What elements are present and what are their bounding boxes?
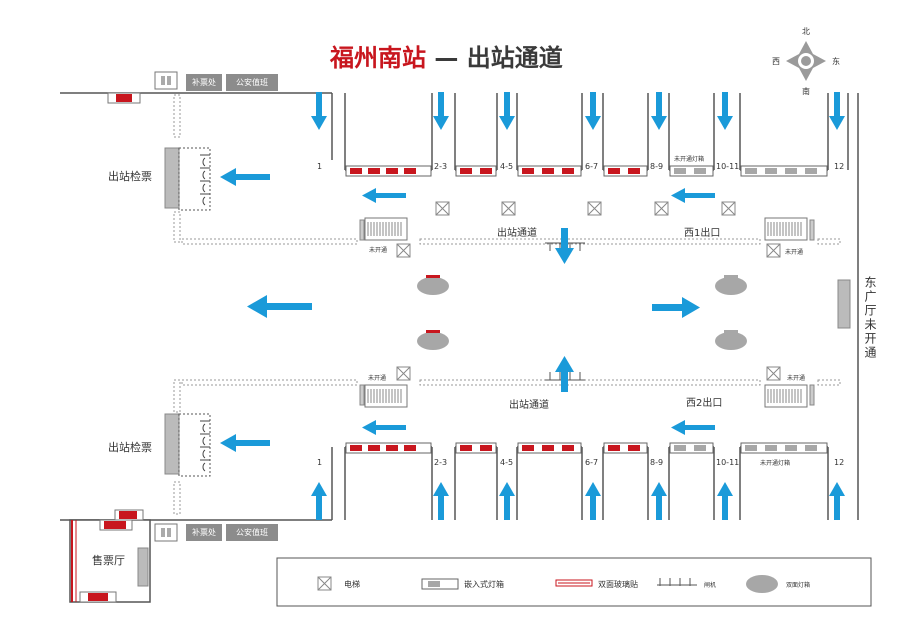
legend-elevator: 电梯: [344, 580, 360, 589]
top-platform-12: 12: [834, 162, 845, 171]
legend-gate: 闸机: [704, 582, 717, 589]
top-unopened-left: 未开通: [369, 247, 388, 254]
bottom-passage-label: 出站通道: [509, 400, 549, 411]
bottom-platform-12: 12: [834, 458, 845, 467]
police-duty-button: 公安值班: [226, 74, 278, 91]
top-platform-2-3: 2-3: [434, 162, 448, 171]
page-title: 福州南站 — 出站通道: [330, 38, 563, 73]
bottom-platform-6-7: 6-7: [585, 458, 599, 467]
legend-embedded-lightbox: 嵌入式灯箱: [464, 580, 504, 589]
legend-double-lightbox: 双面灯箱: [786, 582, 811, 589]
top-platform-1: 1: [317, 162, 323, 171]
compass-west: 西: [772, 57, 780, 66]
title-subtitle: 出站通道: [466, 44, 563, 72]
bottom-platform-1: 1: [317, 458, 323, 467]
police-duty-button-bottom: 公安值班: [226, 524, 278, 541]
top-unopened-right: 未开通: [785, 249, 804, 256]
top-platform-6-7: 6-7: [585, 162, 599, 171]
top-platform-10-11: 10-11: [716, 162, 740, 171]
top-exit-check: 出站检票: [108, 170, 152, 183]
compass-south: 南: [802, 87, 810, 96]
bottom-platform-10-11: 10-11: [716, 458, 740, 467]
info-icon: [154, 71, 178, 90]
title-dash: —: [434, 44, 459, 72]
top-platform-4-5: 4-5: [500, 162, 514, 171]
ticket-hall-label: 售票厅: [92, 554, 125, 567]
east-hall-label: 东广厅未开通: [863, 276, 877, 360]
bottom-exit-check: 出站检票: [108, 441, 152, 454]
bottom-unopened-left: 未开通: [368, 375, 387, 382]
fare-adjustment-button-bottom: 补票处: [186, 524, 222, 541]
top-unlit-box-label: 未开通灯箱: [674, 156, 705, 163]
bottom-platform-4-5: 4-5: [500, 458, 514, 467]
fare-adjustment-button: 补票处: [186, 74, 222, 91]
top-exit-label: 西1出口: [684, 228, 721, 239]
bottom-unlit-box-label: 未开通灯箱: [760, 460, 791, 467]
bottom-platform-2-3: 2-3: [434, 458, 448, 467]
compass-rose-icon: [786, 41, 826, 81]
compass-east: 东: [832, 57, 840, 66]
top-platform-8-9: 8-9: [650, 162, 664, 171]
bottom-exit-label: 西2出口: [686, 398, 723, 409]
compass-north: 北: [802, 27, 810, 36]
legend-glass-sticker: 双面玻璃贴: [598, 580, 638, 589]
station-name: 福州南站: [330, 44, 426, 72]
top-passage-label: 出站通道: [497, 228, 537, 239]
bottom-platform-8-9: 8-9: [650, 458, 664, 467]
bottom-unopened-right: 未开通: [787, 375, 806, 382]
